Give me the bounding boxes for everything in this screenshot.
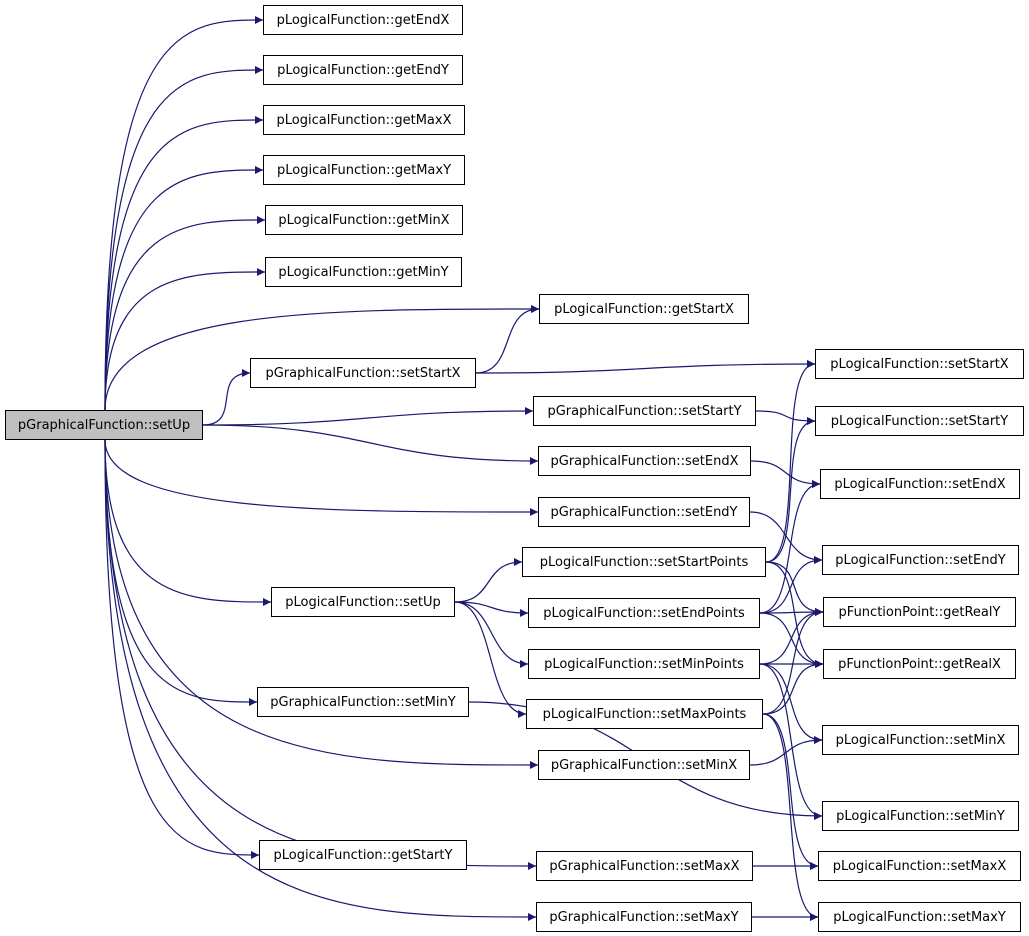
- node-p-logical-function-get-start-y[interactable]: pLogicalFunction::getStartY: [259, 840, 467, 870]
- edge-lSetUp-to-setMinPoints: [454, 601, 529, 668]
- node-p-logical-function-set-min-y[interactable]: pLogicalFunction::setMinY: [822, 801, 1019, 831]
- edge-lSetUp-to-setMaxPoints: [454, 601, 527, 718]
- edge-gSetEndX-to-lSetEndX: [750, 460, 821, 488]
- node-p-logical-function-set-end-points[interactable]: pLogicalFunction::setEndPoints: [528, 598, 760, 628]
- edge-root-to-getEndX: [104, 16, 264, 411]
- edge-setStartPoints-to-lSetStartY: [765, 417, 816, 563]
- node-p-graphical-function-set-end-y[interactable]: pGraphicalFunction::setEndY: [538, 497, 750, 527]
- edge-root-to-gSetStartX: [202, 369, 251, 426]
- node-p-function-point-get-real-y[interactable]: pFunctionPoint::getRealY: [823, 597, 1016, 627]
- edge-gSetStartX-to-getStartX: [475, 305, 540, 374]
- edge-setMaxPoints-to-getRealX: [762, 660, 824, 715]
- edge-gSetStartY-to-lSetStartY: [755, 410, 816, 425]
- node-p-logical-function-set-max-points[interactable]: pLogicalFunction::setMaxPoints: [526, 699, 763, 729]
- edge-gSetStartX-to-lSetStartX: [475, 360, 816, 374]
- edge-setStartPoints-to-lSetStartX: [765, 360, 816, 563]
- edge-root-to-getStartX: [104, 305, 540, 411]
- edge-setMinPoints-to-getRealY: [759, 608, 824, 665]
- edge-setStartPoints-to-getRealY: [765, 561, 824, 616]
- edge-setEndPoints-to-lSetEndY: [759, 556, 823, 614]
- node-p-graphical-function-set-min-y[interactable]: pGraphicalFunction::setMinY: [257, 687, 469, 717]
- node-p-logical-function-get-max-x[interactable]: pLogicalFunction::getMaxX: [263, 105, 465, 135]
- node-p-graphical-function-set-end-x[interactable]: pGraphicalFunction::setEndX: [538, 446, 751, 476]
- node-p-graphical-function-set-start-y[interactable]: pGraphicalFunction::setStartY: [533, 396, 756, 426]
- edge-setMaxPoints-to-lSetMaxX: [762, 713, 819, 870]
- node-p-logical-function-set-start-x[interactable]: pLogicalFunction::setStartX: [815, 349, 1024, 379]
- edge-root-to-gSetEndY: [104, 439, 539, 516]
- node-p-function-point-get-real-x[interactable]: pFunctionPoint::getRealX: [823, 649, 1016, 679]
- edge-setEndPoints-to-lSetEndX: [759, 480, 821, 614]
- node-p-logical-function-set-start-y[interactable]: pLogicalFunction::setStartY: [815, 406, 1024, 436]
- edge-setMaxPoints-to-getRealY: [762, 608, 824, 715]
- edge-lSetUp-to-setEndPoints: [454, 601, 529, 617]
- node-p-logical-function-get-min-y[interactable]: pLogicalFunction::getMinY: [265, 257, 462, 287]
- edge-root-to-gSetMaxY: [104, 439, 537, 921]
- edge-setMinPoints-to-lSetMinY: [759, 663, 823, 820]
- node-p-graphical-function-set-start-x[interactable]: pGraphicalFunction::setStartX: [250, 358, 476, 388]
- edge-setStartPoints-to-getRealX: [765, 561, 824, 668]
- edge-root-to-gSetMinY: [104, 439, 258, 706]
- node-p-logical-function-set-start-points[interactable]: pLogicalFunction::setStartPoints: [522, 547, 766, 577]
- node-p-graphical-function-set-min-x[interactable]: pGraphicalFunction::setMinX: [538, 750, 750, 780]
- node-p-graphical-function-set-up[interactable]: pGraphicalFunction::setUp: [5, 410, 203, 440]
- node-p-logical-function-get-end-y[interactable]: pLogicalFunction::getEndY: [263, 55, 463, 85]
- edge-setMaxPoints-to-lSetMaxY: [762, 713, 819, 921]
- edge-root-to-gSetEndX: [202, 424, 539, 465]
- edge-root-to-lSetUp: [104, 439, 272, 606]
- edge-setEndPoints-to-getRealY: [759, 608, 824, 617]
- node-p-logical-function-get-max-y[interactable]: pLogicalFunction::getMaxY: [263, 155, 465, 185]
- edge-lSetUp-to-setStartPoints: [454, 558, 523, 603]
- edge-root-to-gSetMaxX: [104, 439, 537, 870]
- node-p-logical-function-get-start-x[interactable]: pLogicalFunction::getStartX: [539, 294, 749, 324]
- node-p-graphical-function-set-max-x[interactable]: pGraphicalFunction::setMaxX: [536, 851, 753, 881]
- edge-root-to-getStartY: [104, 439, 260, 859]
- node-p-logical-function-get-end-x[interactable]: pLogicalFunction::getEndX: [263, 5, 463, 35]
- edge-root-to-gSetStartY: [202, 407, 534, 426]
- node-p-logical-function-set-max-x[interactable]: pLogicalFunction::setMaxX: [818, 851, 1021, 881]
- edge-gSetMinX-to-lSetMinX: [749, 736, 823, 766]
- node-p-logical-function-set-max-y[interactable]: pLogicalFunction::setMaxY: [818, 902, 1021, 932]
- node-p-logical-function-set-end-x[interactable]: pLogicalFunction::setEndX: [820, 469, 1020, 499]
- node-p-logical-function-set-end-y[interactable]: pLogicalFunction::setEndY: [822, 545, 1019, 575]
- node-p-logical-function-set-up[interactable]: pLogicalFunction::setUp: [271, 587, 455, 617]
- edge-root-to-getMaxX: [104, 116, 264, 411]
- edge-root-to-getEndY: [104, 66, 264, 411]
- node-p-logical-function-get-min-x[interactable]: pLogicalFunction::getMinX: [265, 205, 463, 235]
- edge-root-to-gSetMinX: [104, 439, 539, 769]
- node-p-graphical-function-set-max-y[interactable]: pGraphicalFunction::setMaxY: [536, 902, 752, 932]
- node-p-logical-function-set-min-x[interactable]: pLogicalFunction::setMinX: [822, 725, 1019, 755]
- node-p-logical-function-set-min-points[interactable]: pLogicalFunction::setMinPoints: [528, 649, 760, 679]
- edge-setMinPoints-to-lSetMinX: [759, 663, 823, 744]
- edge-root-to-getMaxY: [104, 166, 264, 411]
- edge-root-to-getMinX: [104, 216, 266, 411]
- edge-root-to-getMinY: [104, 268, 266, 411]
